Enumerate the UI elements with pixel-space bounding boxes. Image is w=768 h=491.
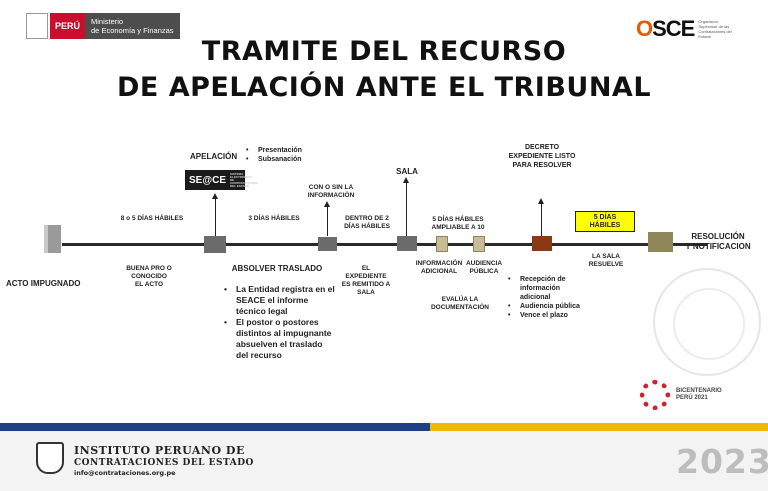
- arrow-up-icon: [538, 198, 544, 236]
- list-item: Vence el plazo: [508, 311, 588, 320]
- apelacion-label: APELACIÓN: [190, 152, 238, 161]
- end-label: RESOLUCIÓN Y NOTIFICACION: [685, 232, 751, 251]
- seg1-bottom: BUENA PRO O CONOCIDO EL ACTO: [126, 265, 172, 288]
- decreto-box: [532, 236, 552, 251]
- list-item: Audiencia pública: [508, 302, 588, 311]
- apelacion-box: [204, 236, 226, 253]
- start-label: ACTO IMPUGNADO: [6, 279, 81, 288]
- osce-logo: OSCE Organismo Supervisor de las Contrat…: [636, 16, 732, 41]
- footer: [0, 431, 768, 491]
- ipc-emblem-icon: [36, 442, 64, 474]
- list-item: El postor o postores distintos al impugn…: [224, 317, 336, 361]
- informacion-box: [318, 237, 337, 251]
- sala-resuelve-label: LA SALA RESUELVE: [588, 253, 624, 268]
- peru-shield-icon: [26, 13, 48, 39]
- peru-label: PERÚ: [50, 13, 86, 39]
- arrow-up-icon: [403, 177, 409, 236]
- ministry-label: Ministerio de Economía y Finanzas: [85, 13, 180, 39]
- ipc-org-name: INSTITUTO PERUANO DE CONTRATACIONES DEL …: [74, 444, 254, 477]
- seg2-duration: 3 DÍAS HÁBILES: [248, 215, 300, 222]
- info-adicional-box: [436, 236, 448, 252]
- decreto-list: Recepción de información adicional Audie…: [508, 275, 588, 320]
- bicentenario-ring-icon: [640, 380, 670, 410]
- seg1-duration: 8 o 5 DÍAS HÁBILES: [120, 215, 184, 222]
- sala-label: SALA: [396, 167, 418, 176]
- peru-mef-logo: PERÚ Ministerio de Economía y Finanzas: [26, 13, 180, 39]
- audiencia-box: [473, 236, 485, 252]
- list-item: Presentación: [246, 146, 336, 155]
- arrow-up-icon: [212, 193, 218, 236]
- seg4-duration: 5 DÍAS HÁBILES AMPLIABLE A 10: [431, 216, 485, 231]
- list-item: Subsanación: [246, 155, 336, 164]
- footer-band-blue: [0, 423, 430, 431]
- ipc-email: info@contrataciones.org.pe: [74, 469, 176, 477]
- start-block-icon: [44, 225, 61, 253]
- absolver-label: ABSOLVER TRASLADO: [231, 264, 323, 273]
- audiencia-label: AUDIENCIA PÚBLICA: [465, 260, 503, 275]
- seace-logo: SE@CE SISTEMA ELECTRÓNICO DE CONTRATACIO…: [185, 170, 258, 190]
- absolver-list: La Entidad registra en el SEACE el infor…: [224, 284, 336, 361]
- page-title-line1: TRAMITE DEL RECURSO: [201, 36, 567, 67]
- footer-band-gold: [430, 423, 768, 431]
- info-adicional-label: INFORMACIÓN ADICIONAL: [415, 260, 463, 275]
- evalua-label: EVALÚA LA DOCUMENTACIÓN: [430, 296, 489, 311]
- seg3-duration: DENTRO DE 2 DÍAS HÁBILES: [344, 215, 390, 230]
- decreto-label: DECRETO EXPEDIENTE LISTO PARA RESOLVER: [508, 144, 576, 169]
- informacion-label: CON O SIN LA INFORMACIÓN: [307, 184, 355, 199]
- seg3-bottom: EL EXPEDIENTE ES REMITIDO A SALA: [341, 265, 391, 296]
- apelacion-list: Presentación Subsanación: [246, 146, 336, 164]
- arrow-up-icon: [324, 201, 330, 236]
- sala-box: [397, 236, 417, 251]
- list-item: Recepción de información adicional: [508, 275, 588, 302]
- timeline-line: [62, 243, 707, 246]
- list-item: La Entidad registra en el SEACE el infor…: [224, 284, 336, 317]
- end-box: [648, 232, 673, 252]
- bicentenario-logo: BICENTENARIO PERÚ 2021: [640, 380, 722, 410]
- watermark-seal-icon: [653, 268, 761, 376]
- page-title-line2: DE APELACIÓN ANTE EL TRIBUNAL: [116, 72, 652, 103]
- osce-subtitle: Organismo Supervisor de las Contratacion…: [698, 19, 732, 39]
- final-duration-badge: 5 DÍAS HÁBILES: [575, 211, 635, 232]
- footer-year: 2023: [676, 442, 768, 481]
